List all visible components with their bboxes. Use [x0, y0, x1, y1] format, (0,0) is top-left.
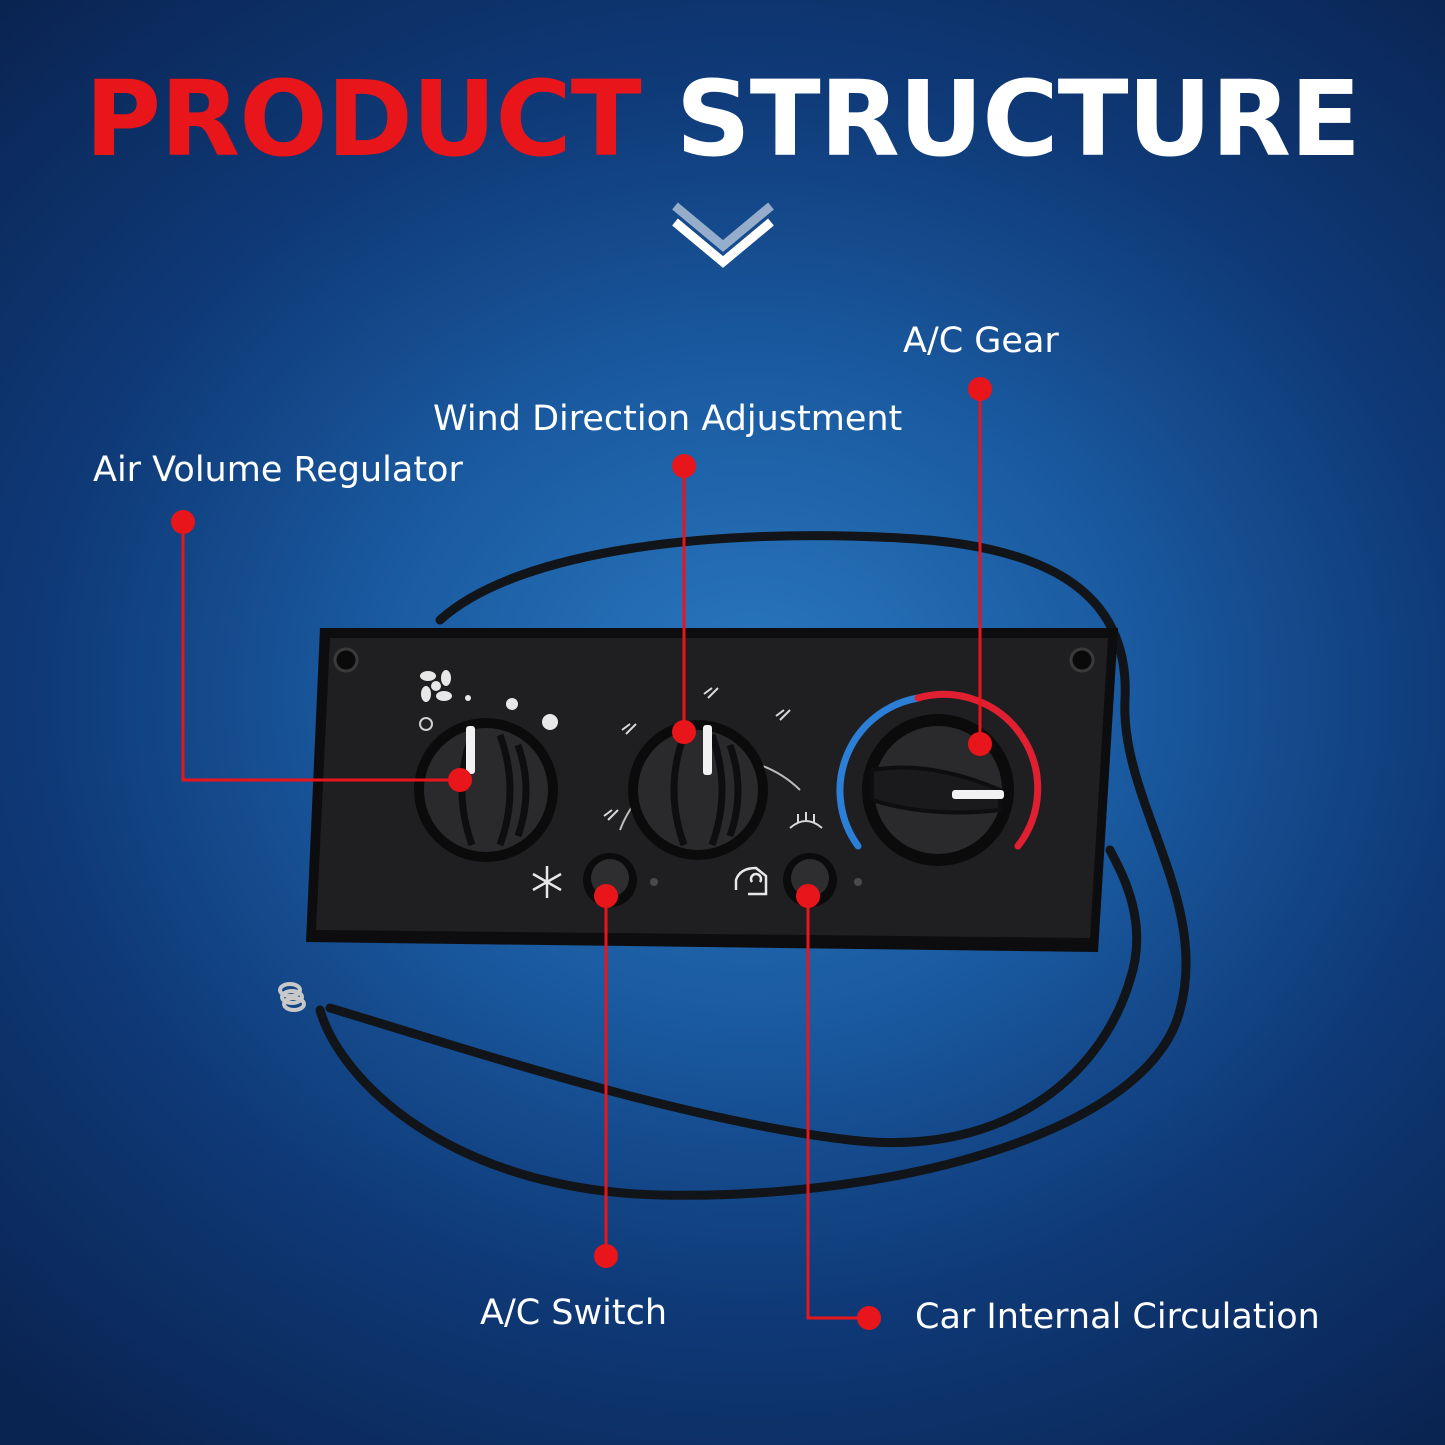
callout-lines [181, 389, 982, 1320]
control-cable [315, 531, 1191, 1200]
double-chevron-down-icon [672, 202, 774, 268]
fan-icon [420, 670, 452, 702]
wind-direction-knob [628, 720, 768, 860]
ac-gear-knob [862, 714, 1014, 866]
fan-speed-dots [419, 695, 558, 731]
recirc-indicator-led [854, 878, 862, 886]
label-wind-direction: Wind Direction Adjustment [433, 399, 903, 439]
callout-dots [171, 377, 992, 1330]
title-white: STRUCTURE [675, 58, 1361, 180]
recirculation-icon [734, 866, 768, 896]
title-red: PRODUCT [84, 58, 642, 180]
label-air-volume: Air Volume Regulator [93, 450, 463, 490]
vent-mode-icons [603, 687, 791, 821]
cable-end-spring [278, 982, 306, 1012]
ac-indicator-led [650, 878, 658, 886]
page-title: PRODUCT STRUCTURE [0, 62, 1445, 176]
defrost-icon [789, 812, 823, 829]
air-volume-knob [414, 718, 558, 862]
label-internal-circulation: Car Internal Circulation [915, 1297, 1320, 1337]
label-ac-gear: A/C Gear [903, 321, 1059, 361]
temp-scale-hot [914, 690, 1042, 850]
snowflake-icon [532, 866, 562, 898]
label-ac-switch: A/C Switch [480, 1293, 668, 1333]
temp-scale-cold [836, 694, 922, 850]
